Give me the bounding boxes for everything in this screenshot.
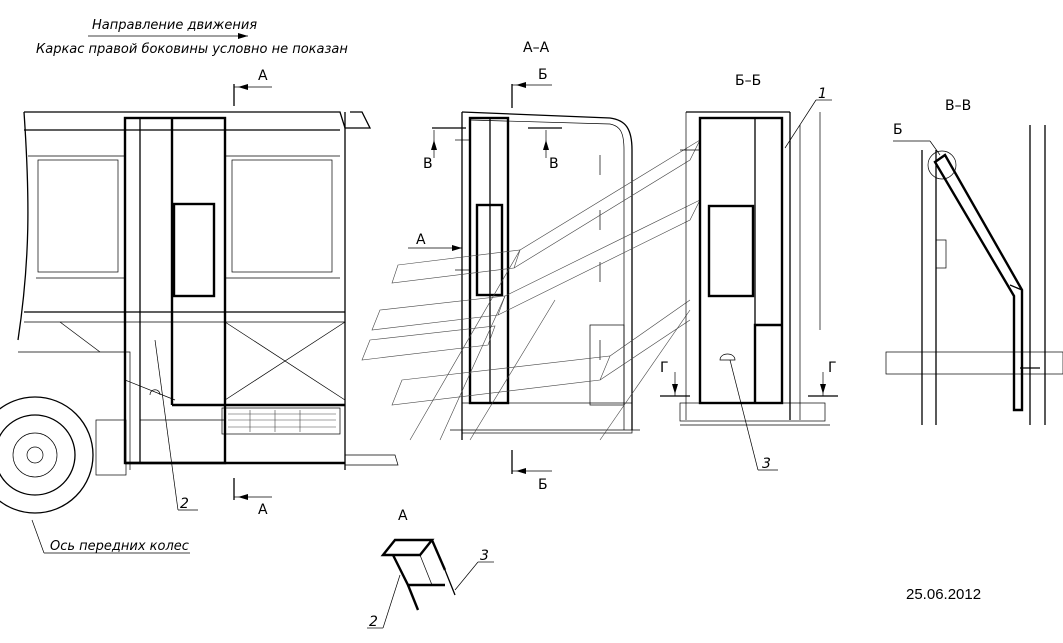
cut-b-top: Б — [538, 67, 548, 83]
cut-g-left: Г — [660, 360, 669, 376]
cut-v-right: В — [549, 156, 559, 172]
detail-b-circle — [927, 150, 957, 180]
drawing-date: 25.06.2012 — [906, 586, 981, 603]
section-vv-title: В–В — [945, 98, 971, 114]
cut-v-left: В — [423, 156, 433, 172]
section-bb-title: Б–Б — [735, 73, 761, 89]
section-bb-view: Б–Б 1 3 Г Г — [660, 73, 838, 472]
cut-b-bottom: Б — [538, 477, 548, 493]
callout-2-main: 2 — [180, 496, 189, 512]
callout-3-view-a: 3 — [480, 548, 489, 564]
section-aa-view: А–А Б Б — [361, 40, 701, 493]
direction-note: Направление движения — [88, 18, 257, 39]
view-a-detail: А 3 2 — [367, 508, 494, 630]
view-a-arrow-label: А — [416, 232, 426, 248]
bb-cabinet — [698, 116, 784, 405]
box-grid — [228, 410, 336, 432]
cut-g-right: Г — [828, 360, 837, 376]
main-side-view: А А 2 Ось передних колес — [0, 68, 399, 554]
detail-b-ref: Б — [893, 122, 903, 138]
section-aa-title: А–А — [523, 40, 550, 56]
callout-1: 1 — [818, 86, 827, 102]
front-wheel — [0, 396, 94, 514]
section-vv-view: В–В Б — [885, 98, 1063, 425]
bb-window — [707, 204, 755, 298]
cut-a-bottom: А — [258, 502, 268, 518]
front-axle-note: Ось передних колес — [50, 539, 189, 554]
frame-note: Каркас правой боковины условно не показа… — [36, 42, 348, 57]
direction-label: Направление движения — [92, 18, 257, 33]
cut-a-top: А — [258, 68, 268, 84]
callout-2-view-a: 2 — [369, 614, 378, 630]
cabinet-window — [172, 202, 216, 298]
vv-bracket — [933, 153, 1024, 412]
view-a-title: А — [398, 508, 408, 524]
callout-3-bb: 3 — [762, 456, 771, 472]
